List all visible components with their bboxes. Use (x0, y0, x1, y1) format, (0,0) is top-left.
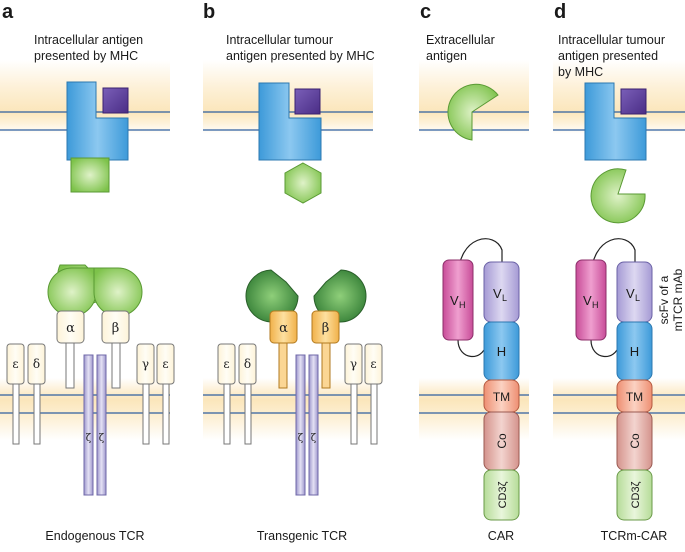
tm-label: TM (493, 390, 510, 404)
caption-transgenic-tcr: Transgenic TCR (257, 529, 347, 543)
peptide-antigen (620, 88, 647, 115)
costim-label: Co (628, 433, 642, 449)
zeta-chain-1 (83, 354, 94, 496)
zeta-label-1: ζ (298, 433, 304, 444)
captions: Endogenous TCR Transgenic TCR CAR TCRm-C… (45, 529, 667, 543)
tcr-alpha-head (47, 267, 97, 317)
costim-label: Co (495, 433, 509, 449)
vl-subscript: L (502, 293, 507, 303)
zeta-label-2: ζ (99, 433, 105, 444)
top-descriptions: Intracellular antigen presented by MHC I… (34, 33, 665, 79)
panel-d-desc-line1: Intracellular tumour (558, 33, 665, 47)
mhc-molecule (258, 82, 322, 161)
panel-c-desc-line2: antigen (426, 49, 467, 63)
vh-subscript: H (592, 300, 599, 310)
vh-domain (575, 259, 607, 341)
tcr-alpha-head (245, 269, 299, 323)
panel-d-desc-line2: antigen presented (558, 49, 658, 63)
vl-label: V (626, 286, 635, 301)
panel-b-desc-line2: antigen presented by MHC (226, 49, 375, 63)
panel-letter-d: d (554, 1, 566, 23)
peptide-antigen (102, 87, 129, 114)
panel-letter-c: c (420, 1, 431, 23)
mhc-panel-d (584, 82, 647, 224)
cd3zeta-domain (483, 469, 520, 521)
car-construct: V H V L H TM Co CD3ζ (442, 238, 520, 521)
vl-label: V (493, 286, 502, 301)
cd3zeta-domain (616, 469, 653, 521)
chain-label-epsilon-1: ε (12, 357, 18, 371)
peptide-antigen (294, 88, 321, 115)
mhc-panel-b (258, 82, 322, 204)
chain-label-delta: δ (244, 357, 251, 371)
panel-c-desc-line1: Extracellular (426, 33, 495, 47)
panel-b-desc-line1: Intracellular tumour (226, 33, 333, 47)
chain-label-alpha: α (66, 321, 75, 336)
tcrm-car-construct: V H V L H TM Co CD3ζ scFv of a mTCR mAb (575, 238, 685, 521)
linker-bottom (457, 339, 487, 357)
zeta-chain-1 (295, 354, 306, 496)
extracellular-antigen (447, 83, 499, 141)
zeta-label-1: ζ (86, 433, 92, 444)
scfv-label-line2: mTCR mAb (671, 268, 685, 331)
vh-domain (442, 259, 474, 341)
chain-label-gamma: γ (142, 357, 149, 371)
mhc-panel-a (66, 81, 129, 193)
chain-label-epsilon-2: ε (162, 357, 168, 371)
cd3zeta-label: CD3ζ (497, 481, 509, 508)
hinge-label: H (630, 344, 639, 359)
chain-label-alpha: α (279, 321, 288, 336)
antigen-panel-c (447, 83, 499, 141)
panel-letters: a b c d (2, 1, 566, 23)
scfv-binder-top (590, 168, 646, 224)
chain-label-epsilon-2: ε (370, 357, 376, 371)
panel-letter-b: b (203, 1, 215, 23)
antigen-hexagon (284, 162, 322, 204)
zeta-chain-2 (308, 354, 319, 496)
panel-letter-a: a (2, 1, 14, 23)
zeta-label-2: ζ (311, 433, 317, 444)
caption-endogenous-tcr: Endogenous TCR (45, 529, 144, 543)
chain-label-gamma: γ (350, 357, 357, 371)
linker-bottom (590, 339, 620, 357)
chain-label-epsilon-1: ε (223, 357, 229, 371)
panel-a-desc-line2: presented by MHC (34, 49, 138, 63)
transgenic-tcr: ε δ α β γ ε ζ ζ (217, 269, 383, 496)
vh-label: V (583, 293, 592, 308)
panel-a-desc-line1: Intracellular antigen (34, 33, 143, 47)
endogenous-tcr: ε δ α β γ ε ζ ζ (6, 264, 175, 496)
cd3zeta-label: CD3ζ (630, 481, 642, 508)
vl-subscript: L (635, 293, 640, 303)
tcr-beta-head (313, 269, 367, 323)
panel-d-desc-line3: by MHC (558, 65, 603, 79)
tm-label: TM (626, 390, 643, 404)
mhc-molecule (66, 81, 129, 161)
vh-label: V (450, 293, 459, 308)
chain-label-beta: β (112, 321, 120, 336)
tcr-beta-head (93, 267, 143, 317)
scfv-label-line1: scFv of a (657, 275, 671, 324)
hinge-label: H (497, 344, 506, 359)
zeta-chain-2 (96, 354, 107, 496)
chain-label-beta: β (322, 321, 330, 336)
caption-tcrm-car: TCRm-CAR (601, 529, 668, 543)
antigen-square (70, 157, 110, 193)
mhc-molecule (584, 82, 647, 161)
vh-subscript: H (459, 300, 466, 310)
chain-label-delta: δ (33, 357, 40, 371)
caption-car: CAR (488, 529, 514, 543)
